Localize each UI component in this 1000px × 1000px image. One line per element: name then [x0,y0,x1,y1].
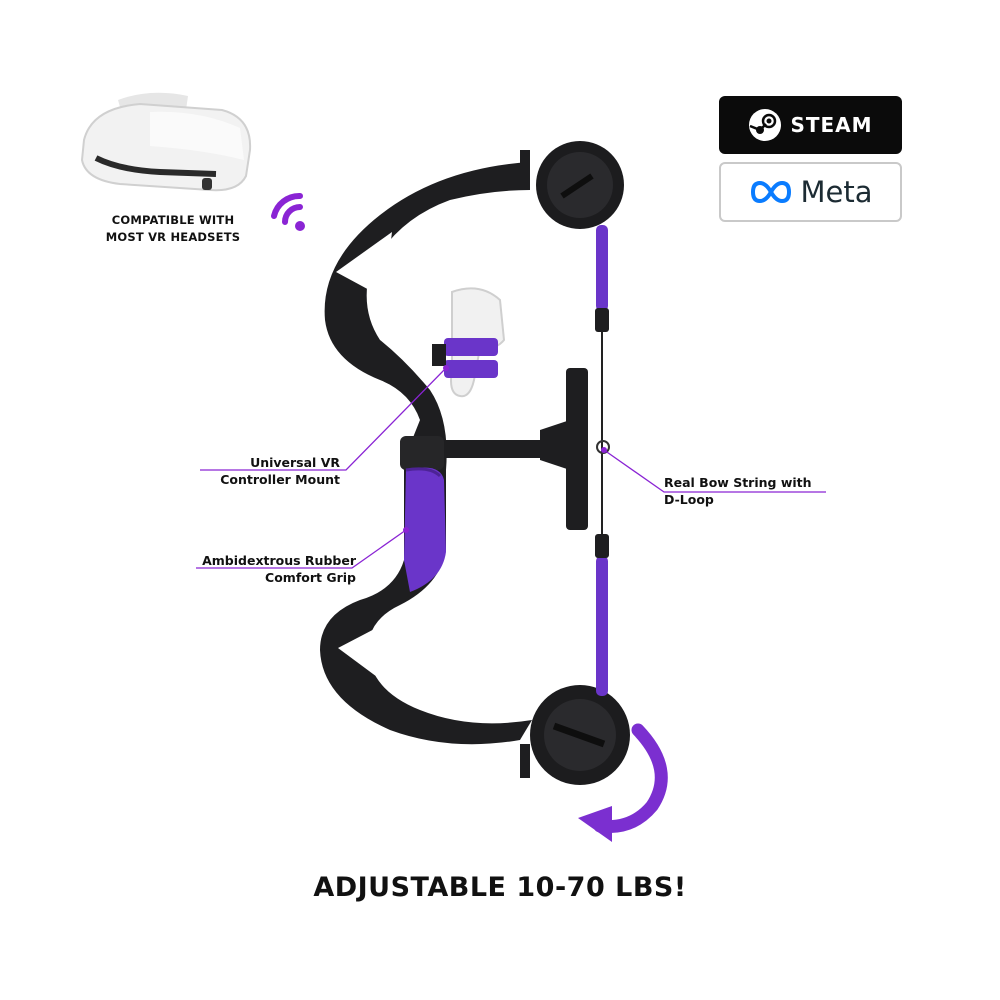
controller-mount [432,287,506,398]
grip-callout: Ambidextrous Rubber Comfort Grip [176,552,356,586]
controller-mount-callout: Universal VR Controller Mount [180,454,340,488]
comfort-grip [404,467,446,592]
bottom-cam [520,685,630,785]
top-cam [520,141,624,229]
bow-string [595,225,610,696]
controller-mount-callout-line2: Controller Mount [220,472,340,487]
meta-infinity-icon [751,180,792,204]
wireless-signal-icon [271,193,305,231]
headset-caption-line1: COMPATIBLE WITH [111,213,235,227]
bow-riser [320,162,588,745]
callout-lines [196,367,826,569]
grip-callout-line2: Comfort Grip [265,570,356,585]
headline: ADJUSTABLE 10-70 LBS! [313,872,687,903]
meta-badge: Meta [719,162,902,222]
steam-label: STEAM [790,113,873,137]
grip-callout-line1: Ambidextrous Rubber [202,553,356,568]
rotation-arrow-icon [578,723,668,842]
bow-string-callout: Real Bow String with D-Loop [664,474,864,508]
bow-string-callout-line1: Real Bow String with [664,475,812,490]
controller-mount-callout-line1: Universal VR [250,455,340,470]
headset-caption: COMPATIBLE WITH MOST VR HEADSETS [62,212,284,246]
vr-headset-icon [80,92,252,192]
bow-string-callout-line2: D-Loop [664,492,714,507]
headset-caption-line2: MOST VR HEADSETS [105,230,241,244]
steam-logo-icon [749,109,782,141]
steam-badge: STEAM [719,96,902,154]
meta-label: Meta [800,175,873,209]
